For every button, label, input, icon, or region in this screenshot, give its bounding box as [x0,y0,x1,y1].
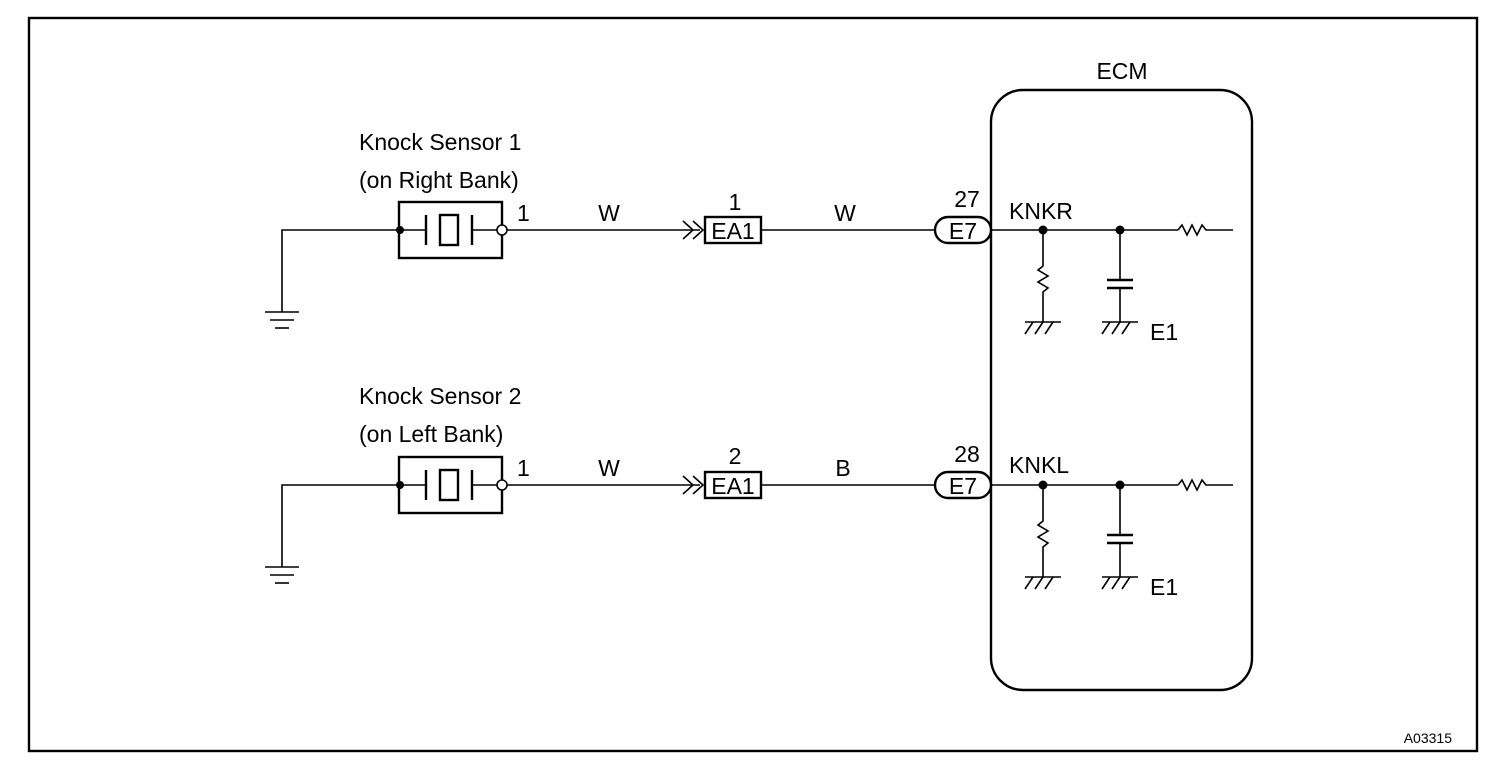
wire-color-2b: B [835,455,850,481]
capacitor-icon [1101,485,1138,590]
ecm-connector-1-label: E7 [949,218,977,244]
ground-e1-2: E1 [1150,574,1178,600]
input-resistor-icon [1177,478,1233,492]
sensor-2-pin: 1 [517,455,530,481]
ecm-title: ECM [1096,58,1147,84]
ecm-box [989,88,1254,692]
knock-sensor-1-icon [396,200,508,260]
chassis-ground-icon [265,484,400,584]
diagram-frame [27,16,1479,753]
ground-e1-1: E1 [1150,319,1178,345]
figure-code: A03315 [1404,730,1452,746]
wire-color-2a: W [598,455,620,481]
input-resistor-icon [1177,223,1233,237]
knock-sensor-2-icon [396,455,508,515]
pull-down-resistor-icon [1024,230,1061,335]
signal-knkl: KNKL [1009,452,1069,478]
capacitor-icon [1101,230,1138,335]
signal-knkr: KNKR [1009,198,1073,224]
connector-ea1-icon [682,470,763,500]
ecm-pin-1: 27 [954,186,980,212]
pull-down-resistor-icon [1024,485,1061,590]
sensor-1-pin: 1 [517,200,530,226]
circuit-knock-sensor-2: Knock Sensor 2 (on Left Bank) 1 W [265,383,1233,600]
connector-1-label: EA1 [711,218,754,244]
chassis-ground-icon [265,229,400,329]
circuit-knock-sensor-1: Knock Sensor 1 (on Right Bank) 1 W [265,129,1233,345]
connector-1-pin: 1 [729,189,742,215]
ecm-connector-2-label: E7 [949,473,977,499]
sensor-1-name: Knock Sensor 1 [359,129,521,155]
connector-2-label: EA1 [711,473,754,499]
connector-ea1-icon [682,215,763,245]
connector-2-pin: 2 [729,443,742,469]
wire-color-1b: W [834,200,856,226]
sensor-2-name: Knock Sensor 2 [359,383,521,409]
sensor-2-location: (on Left Bank) [359,421,503,447]
wire-color-1a: W [598,200,620,226]
sensor-1-location: (on Right Bank) [359,167,519,193]
ecm-pin-2: 28 [954,441,980,467]
